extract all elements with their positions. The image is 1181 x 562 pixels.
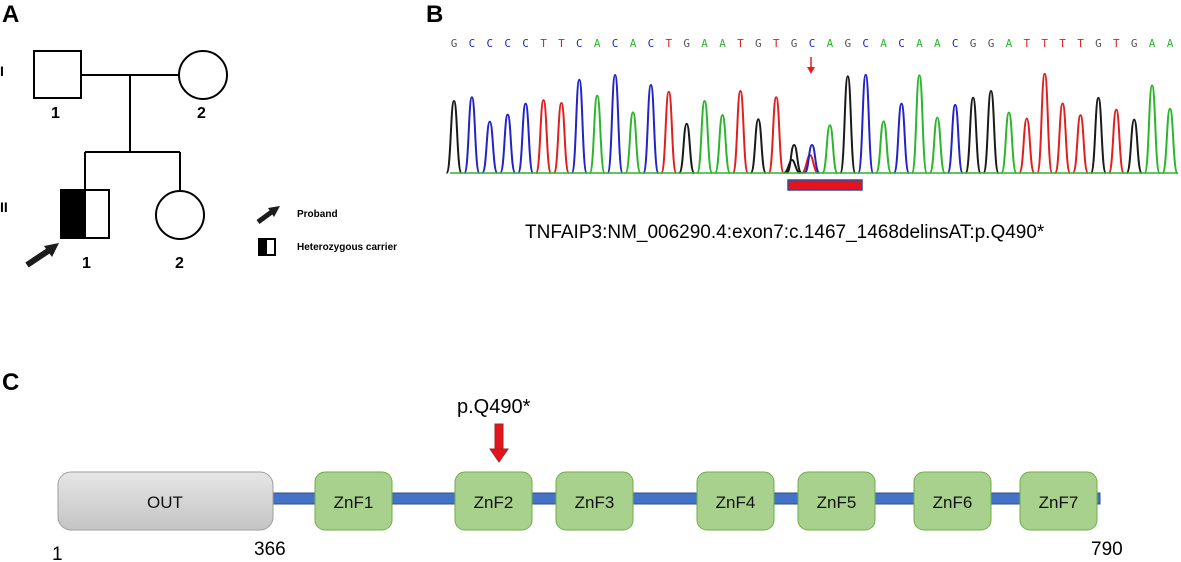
proband-number: 1 [82, 255, 91, 272]
domain-znf7-label: ZnF7 [1039, 493, 1079, 512]
sequence-base: A [1149, 37, 1156, 50]
mutation-label: p.Q490* [457, 396, 531, 418]
position-out-end: 366 [254, 539, 286, 560]
panel-label-a: A [2, 1, 19, 28]
sequence-base: C [809, 37, 816, 50]
sequence-base: C [898, 37, 905, 50]
panel-label-c: C [2, 369, 19, 396]
legend-carrier: Heterozygous carrier [258, 238, 397, 256]
sequence-base: A [1006, 37, 1013, 50]
sequence-base: A [916, 37, 923, 50]
sequence-base: C [469, 37, 476, 50]
sequence-base: T [1113, 37, 1120, 50]
trace-a [588, 74, 1179, 174]
sequence-base: C [612, 37, 619, 50]
sequence-base: T [737, 37, 744, 50]
legend-arrow-icon [256, 206, 280, 225]
sequence-base: A [880, 37, 887, 50]
sequence-base: G [844, 37, 851, 50]
sequence-base: G [755, 37, 762, 50]
sequence-base: C [862, 37, 869, 50]
position-end: 790 [1091, 539, 1123, 560]
domain-znf5-label: ZnF5 [817, 493, 857, 512]
proband-carrier-fill [60, 189, 86, 239]
mutation-arrow-icon [489, 423, 509, 463]
sequence-base: G [988, 37, 995, 50]
trace-t [535, 72, 1125, 174]
variant-annotation: TNFAIP3:NM_006290.4:exon7:c.1467_1468del… [525, 222, 1045, 243]
generation-label-i: I [0, 63, 4, 79]
sequence-base: T [558, 37, 565, 50]
domain-znf1-label: ZnF1 [334, 493, 374, 512]
sequence-base: T [1041, 37, 1048, 50]
sequence-base: T [773, 37, 780, 50]
sequence-base: A [1167, 37, 1174, 50]
sequence-base: T [540, 37, 547, 50]
domain-znf2-label: ZnF2 [474, 493, 514, 512]
legend-proband: Proband [256, 206, 338, 225]
sequence-base: T [665, 37, 672, 50]
position-start: 1 [52, 544, 63, 562]
chromatogram-traces [445, 72, 1179, 174]
domain-znf3-label: ZnF3 [575, 493, 615, 512]
sequence-base: G [683, 37, 690, 50]
sequence-base: C [648, 37, 655, 50]
sibling-circle [155, 190, 205, 240]
father-number: 1 [51, 105, 60, 122]
mutation-underline [787, 179, 863, 191]
sequence-base: G [970, 37, 977, 50]
sibling-number: 2 [175, 255, 184, 272]
generation-label-ii: II [0, 199, 8, 215]
sequence-base: C [486, 37, 493, 50]
father-square [33, 50, 82, 99]
legend-proband-label: Proband [297, 209, 338, 220]
sequence-base: C [952, 37, 959, 50]
panel-label-b: B [426, 1, 443, 28]
trace-c [463, 73, 964, 174]
sequence-base: A [827, 37, 834, 50]
sequence-base: G [451, 37, 458, 50]
domain-out: OUT [57, 471, 274, 531]
sequence-base: C [504, 37, 511, 50]
domain-znf4: ZnF4 [696, 471, 775, 531]
sequence-base: A [594, 37, 601, 50]
domain-znf4-label: ZnF4 [716, 493, 756, 512]
sequence-base: A [934, 37, 941, 50]
sequence-base: T [1059, 37, 1066, 50]
sequence-base: C [522, 37, 529, 50]
sequence-base: A [630, 37, 637, 50]
domain-znf1: ZnF1 [314, 471, 393, 531]
domain-znf7: ZnF7 [1019, 471, 1098, 531]
trace-g [445, 75, 1143, 174]
sequence-base: G [1095, 37, 1102, 50]
domain-znf5: ZnF5 [797, 471, 876, 531]
legend-carrier-fill [259, 239, 267, 255]
legend-carrier-label: Heterozygous carrier [297, 242, 397, 253]
sequence-base: A [719, 37, 726, 50]
sequence-base: A [701, 37, 708, 50]
domain-out-label: OUT [147, 493, 183, 512]
mother-circle [178, 50, 228, 100]
sequence-base: T [1023, 37, 1030, 50]
sequence-base: G [791, 37, 798, 50]
variant-position-arrow-icon [807, 57, 815, 74]
sequence-base: T [1077, 37, 1084, 50]
domain-znf2: ZnF2 [454, 471, 533, 531]
domain-znf3: ZnF3 [555, 471, 634, 531]
domain-znf6: ZnF6 [913, 471, 992, 531]
pedigree [33, 50, 228, 240]
proband-arrow-icon [25, 243, 59, 268]
mother-number: 2 [197, 105, 206, 122]
domain-znf6-label: ZnF6 [933, 493, 973, 512]
sequence-base: C [576, 37, 583, 50]
sequence-base: G [1131, 37, 1138, 50]
